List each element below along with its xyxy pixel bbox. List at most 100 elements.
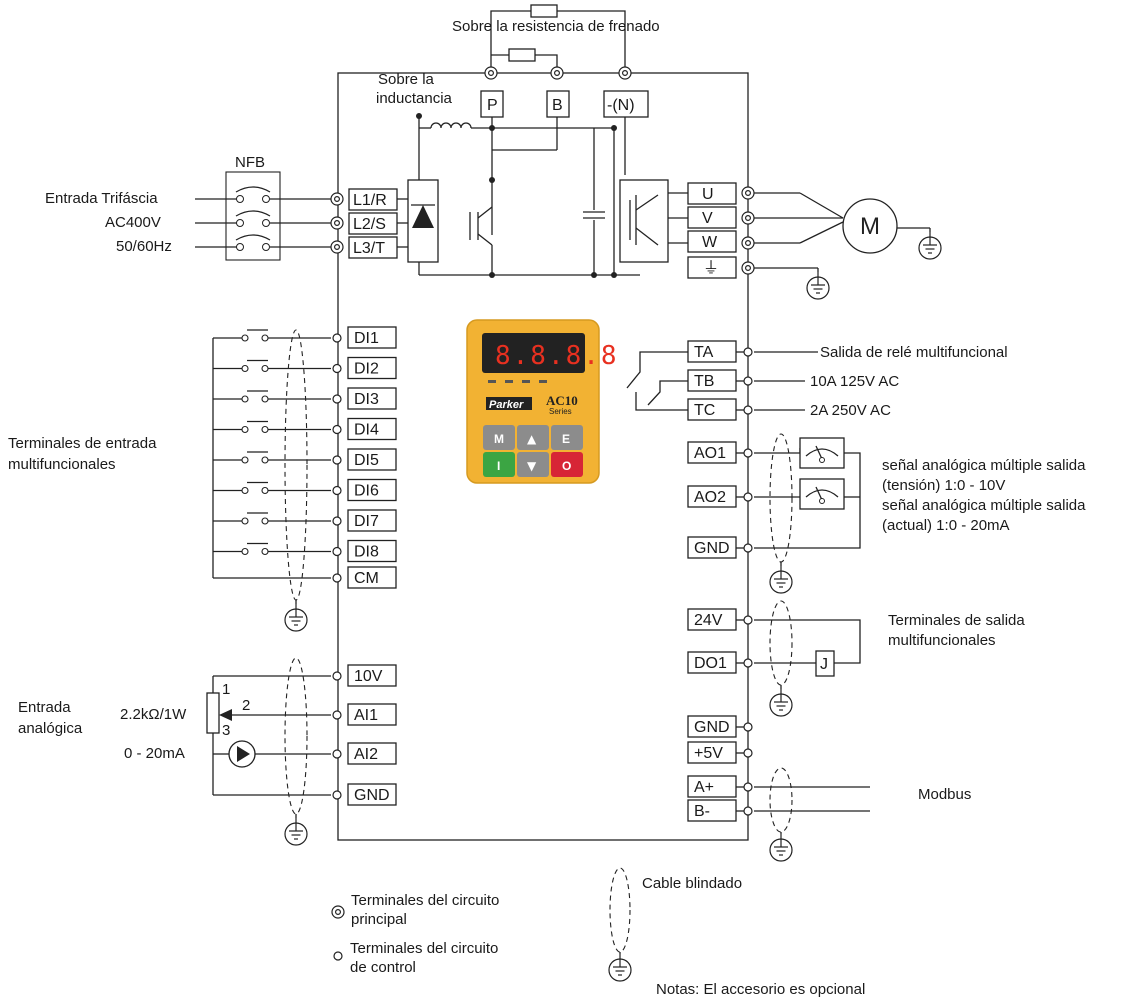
terminal-cm	[347, 566, 397, 589]
terminal-gnd-left	[347, 783, 397, 806]
relay-j-label: J	[820, 656, 828, 673]
terminal-l3-connector[interactable]	[330, 240, 344, 254]
modbus-shield-icon	[769, 767, 793, 833]
terminal-ai1-connector[interactable]	[332, 710, 342, 720]
terminal-u-connector[interactable]	[741, 186, 755, 200]
terminal-di8	[347, 539, 397, 563]
terminal-l2-label: L2/S	[353, 216, 386, 233]
terminal-di8-connector[interactable]	[332, 546, 342, 557]
terminal-a-plus-label: A+	[694, 779, 714, 796]
terminal-di5-label: DI5	[354, 452, 379, 469]
terminal-l1-connector[interactable]	[330, 192, 344, 206]
terminal-n-connector[interactable]	[618, 66, 632, 80]
motor-symbol	[842, 198, 898, 254]
terminal-di3-connector[interactable]	[332, 394, 342, 404]
terminal-b-minus-label: B-	[694, 803, 710, 820]
terminal-5v-connector[interactable]	[743, 748, 753, 758]
terminal-di4-label: DI4	[354, 422, 379, 439]
terminal-gnd-modbus-label: GND	[694, 719, 730, 736]
terminal-di1	[347, 326, 397, 349]
terminal-di4-connector[interactable]	[332, 424, 342, 435]
ai-shield-icon	[284, 657, 308, 815]
terminal-a-plus-connector[interactable]	[743, 782, 753, 792]
terminal-di1-connector[interactable]	[332, 333, 342, 343]
terminal-10v-connector[interactable]	[332, 671, 342, 681]
terminal-do1-connector[interactable]	[743, 658, 753, 668]
multi-in-label-2: multifuncionales	[8, 456, 116, 473]
terminal-gnd-modbus-connector[interactable]	[743, 722, 753, 732]
legend-ground-icon	[608, 953, 632, 982]
terminal-w-connector[interactable]	[741, 236, 755, 250]
terminal-tc-connector[interactable]	[743, 405, 753, 415]
terminal-ao1-connector[interactable]	[743, 448, 753, 458]
legend	[331, 867, 632, 982]
terminal-l2-connector[interactable]	[330, 216, 344, 230]
analog-out-label-1: señal analógica múltiple salida	[882, 457, 1086, 474]
terminal-di7	[347, 509, 397, 532]
modbus-wiring	[754, 786, 870, 812]
terminal-10v-label: 10V	[354, 668, 383, 685]
key-e[interactable]: E	[562, 432, 570, 446]
key-down[interactable]: ▼	[527, 459, 537, 473]
keypad-model: AC10	[546, 393, 578, 408]
key-up[interactable]: ▲	[527, 432, 537, 446]
terminal-di5-connector[interactable]	[332, 455, 342, 465]
legend-shield-icon	[609, 867, 631, 953]
terminal-di7-label: DI7	[354, 513, 379, 530]
ao-ground-icon	[769, 565, 793, 594]
terminal-ta-connector[interactable]	[743, 347, 753, 357]
terminal-ao2-connector[interactable]	[743, 492, 753, 502]
terminal-ai2	[347, 742, 397, 765]
terminal-di6-connector[interactable]	[332, 485, 342, 496]
terminal-p-connector[interactable]	[484, 66, 498, 80]
terminal-di7-connector[interactable]	[332, 516, 342, 526]
terminal-pe-connector[interactable]	[741, 261, 755, 275]
analog-out-label-2: (tensión) 1:0 - 10V	[882, 477, 1005, 494]
key-stop[interactable]: O	[562, 459, 571, 473]
terminal-b-connector[interactable]	[550, 66, 564, 80]
terminal-gnd-right-connector[interactable]	[743, 543, 753, 553]
di-ground-icon	[284, 603, 308, 632]
terminal-v-label: V	[702, 210, 713, 227]
terminal-ta-label: TA	[694, 344, 714, 361]
key-run[interactable]: I	[497, 459, 500, 473]
terminal-di6	[347, 478, 397, 502]
terminal-pe-label: ⏚	[703, 259, 719, 277]
terminal-v-connector[interactable]	[741, 211, 755, 225]
dc-bus	[416, 113, 640, 278]
terminal-di2-connector[interactable]	[332, 363, 342, 374]
braking-resistor-label: Sobre la resistencia de frenado	[452, 18, 660, 35]
input-label-3: 50/60Hz	[116, 238, 172, 255]
pot-label: 2.2kΩ/1W	[120, 706, 187, 723]
multi-out-label-1: Terminales de salida	[888, 612, 1025, 629]
terminal-ai2-connector[interactable]	[332, 749, 342, 759]
terminal-cm-connector[interactable]	[332, 573, 342, 583]
terminal-tb-connector[interactable]	[743, 376, 753, 386]
analog-output-wiring	[754, 437, 861, 549]
inductance-label-2: inductancia	[376, 90, 453, 107]
pe-ground-icon	[806, 271, 830, 300]
nfb-label: NFB	[235, 154, 265, 171]
terminal-di8-label: DI8	[354, 544, 379, 561]
analog-input-wiring	[206, 675, 331, 796]
terminal-24v-connector[interactable]	[743, 615, 753, 625]
input-label-2: AC400V	[105, 214, 161, 231]
terminal-di1-label: DI1	[354, 330, 379, 347]
terminal-gnd-left-connector[interactable]	[332, 790, 342, 800]
legend-ctrl-label-2: de control	[350, 959, 416, 976]
terminal-ai1-label: AI1	[354, 707, 378, 724]
terminal-cm-label: CM	[354, 570, 379, 587]
key-m[interactable]: M	[494, 432, 504, 446]
do-ground-icon	[769, 688, 793, 717]
terminal-b-minus-connector[interactable]	[743, 806, 753, 816]
pot-pin-1: 1	[222, 681, 230, 698]
inverter-igbt-block	[619, 179, 669, 263]
terminal-u-label: U	[702, 186, 714, 203]
analog-in-label-2: analógica	[18, 720, 83, 737]
terminal-l3-label: L3/T	[353, 240, 385, 257]
keypad-keys: M ▲ E I ▼ O	[494, 432, 571, 473]
modbus-ground-icon	[769, 833, 793, 862]
